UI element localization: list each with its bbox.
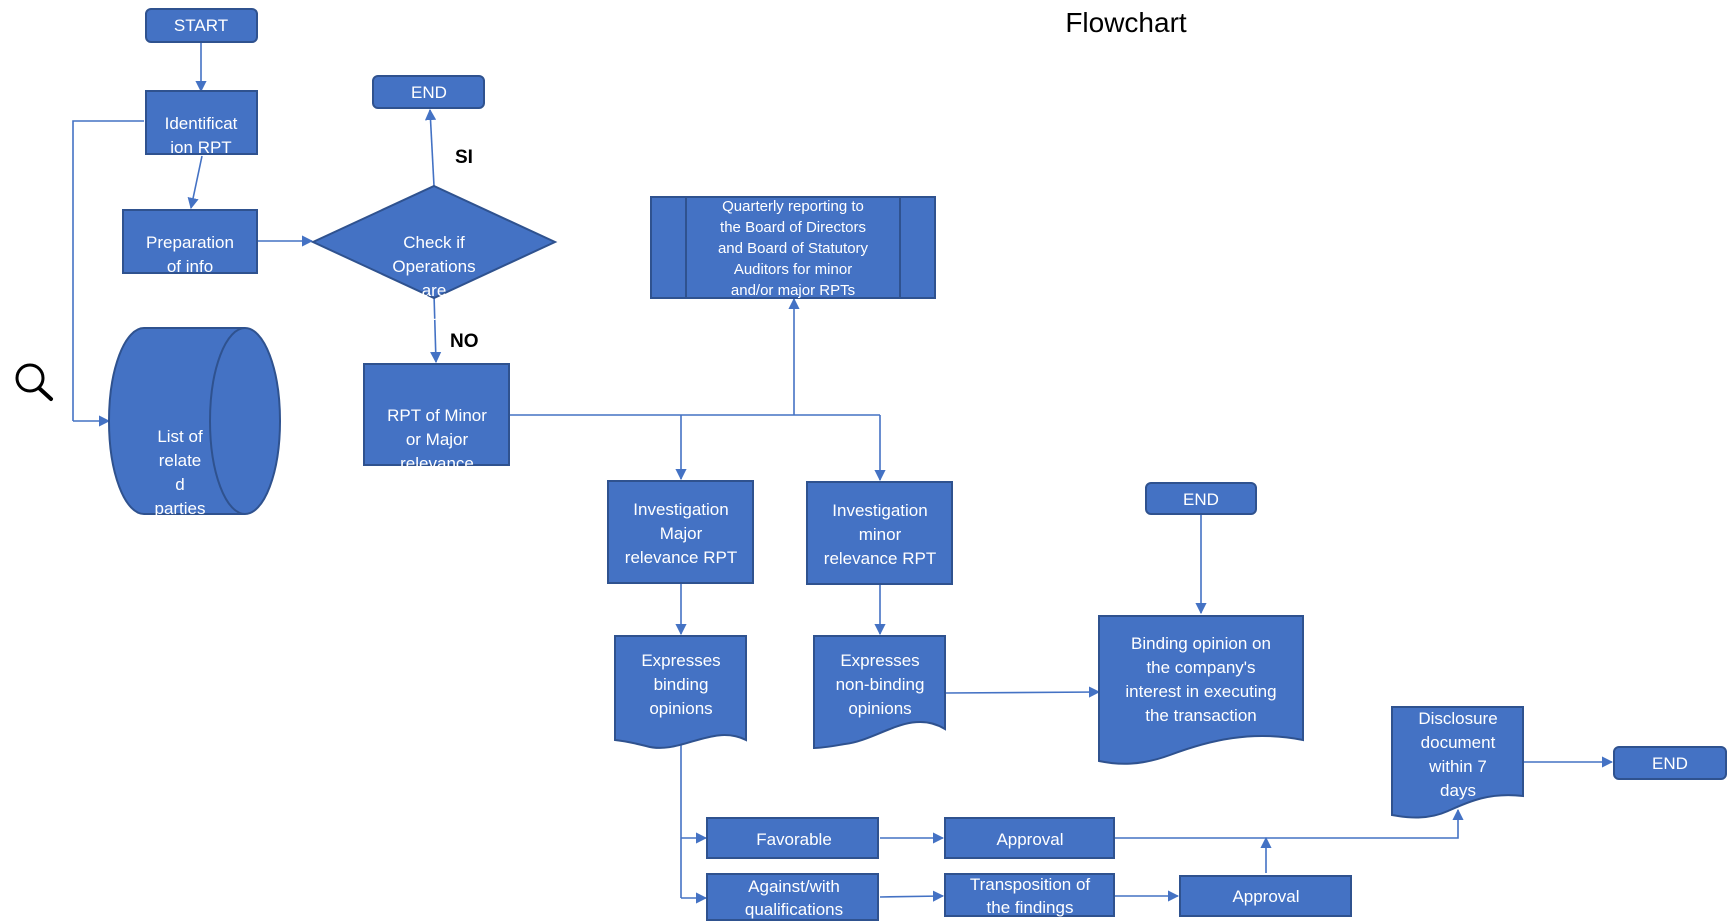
edge-label-no: NO [450, 331, 479, 352]
node-end-right[interactable]: END [1613, 746, 1727, 780]
end-top-label-line: END [411, 83, 447, 102]
start-label-line: START [174, 16, 228, 35]
expr-nonbinding-label-line: opinions [848, 699, 911, 718]
node-transposition-findings[interactable]: Transposition of the findings [944, 873, 1115, 917]
preparation-label-line: Preparation [146, 233, 234, 252]
inv-minor-label-line: Investigation [832, 501, 927, 520]
connectors [72, 43, 1614, 904]
against-label-line: Against/with [748, 877, 840, 896]
check-label-line: Operations [392, 257, 475, 276]
disclosure-label-line: document [1421, 733, 1496, 752]
inv-minor-label-line: relevance RPT [824, 549, 936, 568]
binding-opinion-label-line: the transaction [1145, 706, 1257, 725]
rpt-relevance-label-line: RPT of Minor [387, 406, 487, 425]
expr-binding-label-line: binding [654, 675, 709, 694]
expr-binding-label-line: Expresses [641, 651, 720, 670]
rpt-relevance-label-line: relevance [400, 454, 474, 473]
edge-label-yes: SI [455, 147, 473, 168]
node-end-top[interactable]: END [372, 75, 485, 109]
page-title: Flowchart [1065, 7, 1187, 38]
quarterly-label-line: the Board of Directors [720, 219, 866, 236]
search-icon[interactable] [15, 363, 53, 401]
approval2-label-line: Approval [1232, 887, 1299, 906]
against-label-line: qualifications [745, 900, 843, 919]
list-label-line: relate [159, 451, 202, 470]
node-approval-1[interactable]: Approval [944, 817, 1115, 859]
node-approval-2[interactable]: Approval [1179, 875, 1352, 917]
node-quarterly-reporting[interactable]: Quarterly reporting to the Board of Direc… [650, 196, 936, 299]
node-identification[interactable]: Identificat ion RPT [145, 90, 258, 157]
node-end-middle[interactable]: END [1145, 482, 1257, 515]
node-against-qualifications[interactable]: Against/with qualifications [706, 873, 879, 921]
expr-nonbinding-label-line: Expresses [840, 651, 919, 670]
node-favorable[interactable]: Favorable [706, 817, 879, 859]
rpt-relevance-label-line: or Major [406, 430, 469, 449]
expr-nonbinding-label-line: non-binding [836, 675, 925, 694]
binding-opinion-label-line: Binding opinion on [1131, 634, 1271, 653]
inv-major-label-line: Investigation [633, 500, 728, 519]
node-expresses-binding[interactable]: Expresses binding opinions [614, 635, 747, 749]
disclosure-label-line: within 7 [1428, 757, 1487, 776]
transposition-label-line: the findings [987, 898, 1074, 917]
list-label-line: d [175, 475, 184, 494]
end-right-label-line: END [1652, 754, 1688, 773]
check-label-line: excluded [400, 305, 468, 324]
node-binding-opinion[interactable]: Binding opinion on the company's interest … [1098, 615, 1304, 765]
identification-label-line: Identificat [165, 114, 238, 133]
node-disclosure-document[interactable]: Disclosure document within 7 days [1391, 706, 1524, 819]
quarterly-label-line: and Board of Statutory [718, 240, 869, 257]
favorable-label-line: Favorable [756, 830, 832, 849]
node-start[interactable]: START [145, 8, 258, 43]
disclosure-label-line: Disclosure [1418, 709, 1497, 728]
preparation-label-line: of info [167, 257, 213, 276]
identification-label-line: ion RPT [170, 138, 231, 157]
disclosure-label-line: days [1440, 781, 1476, 800]
quarterly-label-line: Quarterly reporting to [722, 198, 864, 215]
binding-opinion-label-line: the company's [1146, 658, 1255, 677]
inv-major-label-line: relevance RPT [625, 548, 737, 567]
transposition-label-line: Transposition of [970, 875, 1091, 894]
node-check-excluded[interactable]: Check if Operations are excluded [310, 184, 558, 324]
approval1-label-line: Approval [996, 830, 1063, 849]
list-label-line: parties [154, 499, 205, 518]
list-label-line: List of [157, 427, 203, 446]
node-rpt-relevance[interactable]: RPT of Minor or Major relevance [363, 363, 510, 473]
inv-minor-label-line: minor [859, 525, 902, 544]
node-preparation[interactable]: Preparation of info [122, 209, 258, 276]
quarterly-label-line: and/or major RPTs [731, 282, 855, 299]
expr-binding-label-line: opinions [649, 699, 712, 718]
node-expresses-nonbinding[interactable]: Expresses non-binding opinions [813, 635, 946, 750]
check-label-line: are [422, 281, 447, 300]
quarterly-label-line: Auditors for minor [734, 261, 852, 278]
check-label-line: Check if [403, 233, 465, 252]
node-investigation-minor[interactable]: Investigation minor relevance RPT [806, 481, 953, 585]
end-mid-label-line: END [1183, 490, 1219, 509]
inv-major-label-line: Major [660, 524, 703, 543]
binding-opinion-label-line: interest in executing [1125, 682, 1276, 701]
node-related-parties-list[interactable]: List of relate d parties [108, 327, 281, 518]
